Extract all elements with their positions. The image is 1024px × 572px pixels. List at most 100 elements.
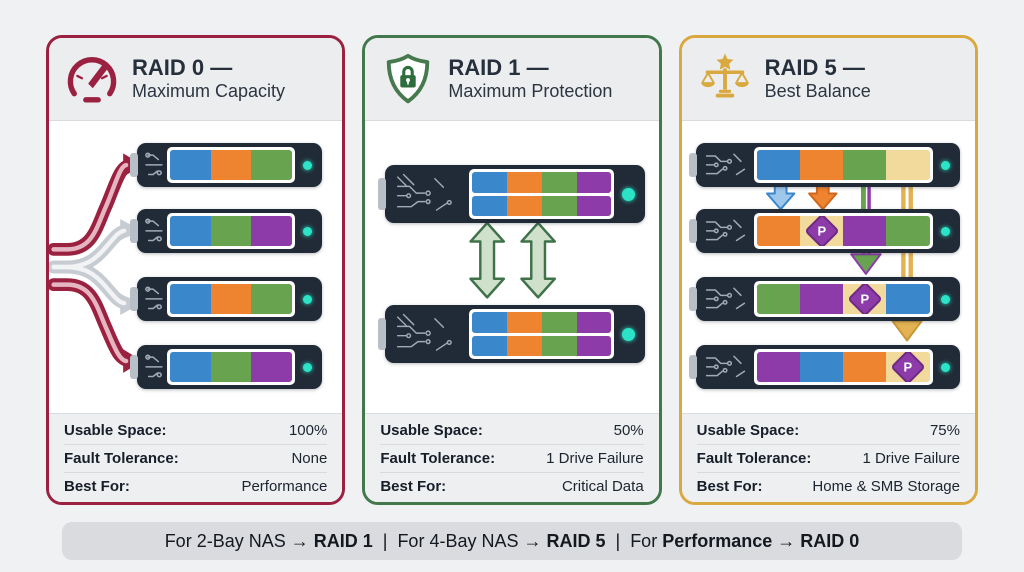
- stripe-segment: [507, 335, 542, 356]
- stat-label: Fault Tolerance:: [64, 449, 179, 467]
- drive-connector-nub: [688, 354, 697, 380]
- circuit-board-icon: [141, 281, 167, 317]
- nas-drive: [130, 345, 322, 389]
- raid5-diagram: P P P: [681, 121, 975, 413]
- stat-label: Best For:: [380, 477, 447, 495]
- balance-scale-icon: [698, 52, 752, 106]
- circuit-board-icon: [700, 281, 754, 317]
- raid1-subtitle: Maximum Protection: [448, 81, 613, 102]
- recommendation-text: RAID 5: [546, 530, 606, 551]
- stripe-segment: [507, 195, 542, 216]
- stripe-segment: [799, 284, 844, 314]
- raid0-stats: Usable Space: 100% Fault Tolerance: None…: [49, 413, 343, 502]
- stat-row: Usable Space: 75%: [697, 417, 960, 444]
- stripe-segment: [756, 284, 800, 314]
- raid1-title: RAID 1 —: [448, 55, 549, 81]
- drive-led: [622, 327, 636, 341]
- recommendation-text: →: [772, 530, 801, 551]
- stripe-segment: [886, 284, 930, 314]
- recommendation-text: For 2-Bay NAS →: [164, 530, 314, 551]
- stripe-segment: [170, 352, 211, 382]
- circuit-board-icon: [141, 147, 167, 183]
- raid0-header: RAID 0 — Maximum Capacity: [49, 38, 343, 121]
- raid0-title: RAID 0 —: [132, 55, 233, 81]
- stripe-segment: [541, 195, 577, 216]
- stripe-segment: [576, 172, 612, 193]
- drive-led: [622, 187, 636, 201]
- drive-led: [940, 160, 950, 170]
- stripe-segment: P: [799, 216, 844, 246]
- raid0-diagram: [49, 121, 343, 413]
- circuit-board-icon: [389, 169, 469, 219]
- stat-label: Fault Tolerance:: [380, 449, 496, 467]
- stripe-tray: [167, 147, 295, 183]
- recommendation-text: |: [372, 530, 398, 551]
- raid5-subtitle: Best Balance: [764, 81, 871, 102]
- stat-value: None: [291, 449, 328, 467]
- drive-led: [940, 226, 950, 236]
- circuit-board-icon: [141, 349, 167, 385]
- stat-row: Fault Tolerance: 1 Drive Failure: [380, 443, 644, 472]
- stripe-segment: [541, 335, 577, 356]
- raid5-title: RAID 5 —: [764, 55, 865, 81]
- raid5-header: RAID 5 — Best Balance: [681, 38, 975, 121]
- recommendation-text: For 4-Bay NAS →: [397, 530, 547, 551]
- stat-label: Usable Space:: [696, 421, 800, 439]
- stat-value: 1 Drive Failure: [546, 449, 644, 467]
- mirror-arrows: [469, 221, 557, 299]
- drive-led: [940, 362, 950, 372]
- nas-drive: [130, 143, 322, 187]
- stripe-segment: [472, 312, 508, 333]
- nas-drive: P: [688, 277, 960, 321]
- stripe-segment: [886, 150, 930, 180]
- parity-badge: P: [847, 284, 883, 314]
- drive-connector-nub: [130, 152, 138, 178]
- nas-drive: [378, 305, 646, 363]
- stat-value: 1 Drive Failure: [862, 449, 960, 467]
- stripe-segment: [251, 352, 292, 382]
- parity-badge: P: [890, 352, 926, 382]
- stripe-segment: [170, 284, 211, 314]
- drive-connector-nub: [130, 218, 138, 244]
- raid0-subtitle: Maximum Capacity: [132, 81, 286, 102]
- stripe-segment: [210, 150, 252, 180]
- stripe-segment: [756, 216, 800, 246]
- stat-row: Usable Space: 100%: [64, 417, 327, 444]
- stripe-tray: [469, 169, 615, 219]
- raid0-card: RAID 0 — Maximum Capacity: [46, 35, 346, 505]
- stripe-segment: [756, 150, 800, 180]
- stripe-segment: [251, 150, 292, 180]
- stat-label: Usable Space:: [380, 421, 483, 439]
- circuit-board-icon: [700, 213, 754, 249]
- stat-value: Home & SMB Storage: [812, 477, 960, 495]
- drive-led: [303, 226, 312, 236]
- recommendation-text: RAID 0: [800, 530, 860, 551]
- circuit-board-icon: [700, 147, 754, 183]
- stripe-tray: P: [753, 213, 933, 249]
- nas-drive: P: [688, 209, 960, 253]
- stripe-segment: [541, 172, 577, 193]
- stat-value: Performance: [241, 477, 328, 495]
- stripe-segment: [799, 150, 844, 180]
- nas-drive: P: [688, 345, 960, 389]
- stat-label: Usable Space:: [64, 421, 167, 439]
- raid1-diagram: [365, 121, 659, 413]
- stripe-segment: [541, 312, 577, 333]
- drive-led: [940, 294, 950, 304]
- stripe-segment: [886, 216, 930, 246]
- drive-led: [303, 160, 312, 170]
- stripe-segment: [576, 312, 612, 333]
- recommendation-text: RAID 1: [313, 530, 373, 551]
- circuit-board-icon: [700, 349, 754, 385]
- stat-value: Critical Data: [561, 477, 644, 495]
- raid1-card: RAID 1 — Maximum Protection Usable Space…: [362, 35, 662, 505]
- stripe-segment: [576, 195, 612, 216]
- drive-connector-nub: [688, 286, 697, 312]
- stripe-segment: [210, 352, 252, 382]
- stripe-tray: [167, 213, 295, 249]
- stripe-tray: [167, 349, 295, 385]
- stat-label: Fault Tolerance:: [696, 449, 812, 467]
- circuit-board-icon: [389, 309, 469, 359]
- nas-drive: [130, 209, 322, 253]
- stripe-segment: [170, 216, 211, 246]
